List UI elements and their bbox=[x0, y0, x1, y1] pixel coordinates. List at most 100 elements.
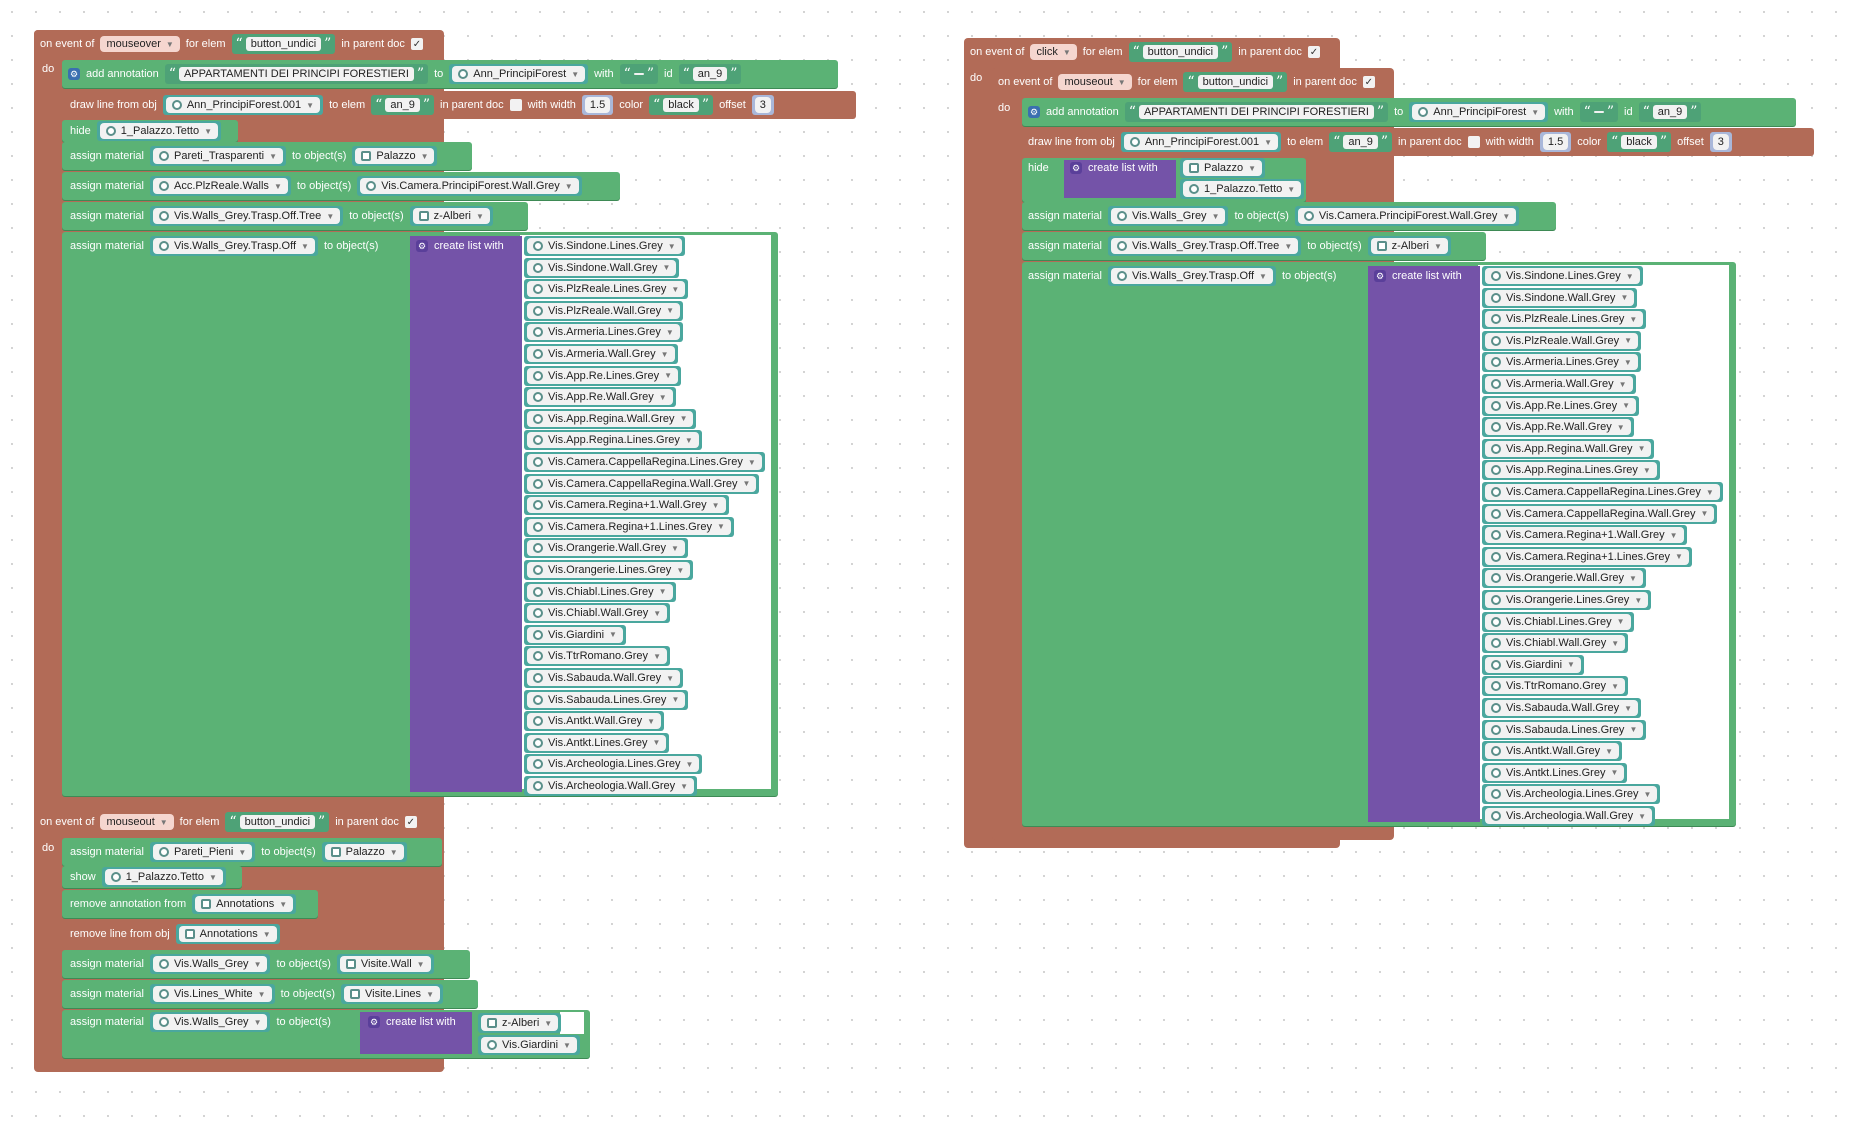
object-dropdown[interactable]: Visite.Lines▼ bbox=[341, 984, 443, 1004]
parent-doc-checkbox[interactable]: ✓ bbox=[1307, 46, 1320, 58]
list-item-object[interactable]: Vis.Sindone.Lines.Grey▼ bbox=[1482, 266, 1643, 286]
annotation-text[interactable]: “APPARTAMENTI DEI PRINCIPI FORESTIERI” bbox=[1124, 102, 1389, 122]
list-item-object[interactable]: Vis.Chiabl.Wall.Grey▼ bbox=[1482, 633, 1629, 654]
draw-line-elem[interactable]: “an_9” bbox=[1329, 132, 1392, 152]
list-item-object[interactable]: Vis.Camera.CappellaRegina.Lines.Grey▼ bbox=[524, 452, 765, 472]
object-dropdown[interactable]: Palazzo▼ bbox=[352, 146, 438, 166]
material-dropdown[interactable]: Pareti_Trasparenti▼ bbox=[149, 146, 286, 166]
material-dropdown[interactable]: Vis.Walls_Grey.Trasp.Off.Tree▼ bbox=[149, 206, 344, 226]
event-type-dropdown[interactable]: mouseout▼ bbox=[100, 814, 174, 830]
color-string[interactable]: “black” bbox=[1607, 132, 1672, 152]
annotation-text[interactable]: “APPARTAMENTI DEI PRINCIPI FORESTIERI” bbox=[164, 64, 429, 84]
parent-doc-checkbox[interactable]: ✓ bbox=[404, 816, 417, 828]
list-item-object[interactable]: Vis.Camera.CappellaRegina.Wall.Grey▼ bbox=[524, 473, 760, 494]
create-list-block[interactable] bbox=[410, 236, 522, 792]
list-item-object[interactable]: Vis.App.Re.Wall.Grey▼ bbox=[1482, 417, 1634, 438]
offset-number[interactable]: 3 bbox=[751, 95, 774, 115]
object-dropdown[interactable]: z-Alberi▼ bbox=[409, 206, 493, 226]
list-item-object[interactable]: Vis.Sindone.Wall.Grey▼ bbox=[524, 257, 680, 278]
list-item-object[interactable]: Vis.App.Regina.Lines.Grey▼ bbox=[524, 430, 702, 451]
list-item-object[interactable]: Vis.Sabauda.Lines.Grey▼ bbox=[1482, 719, 1647, 740]
event-type-dropdown[interactable]: click▼ bbox=[1030, 44, 1077, 60]
list-item-object[interactable]: Vis.TtrRomano.Grey▼ bbox=[524, 646, 670, 667]
list-item-object[interactable]: Vis.TtrRomano.Grey▼ bbox=[1482, 676, 1628, 697]
list-item-object[interactable]: Vis.Orangerie.Lines.Grey▼ bbox=[1482, 590, 1652, 610]
list-item-object[interactable]: Vis.Giardini▼ bbox=[478, 1035, 580, 1055]
list-item-object[interactable]: Vis.Chiabl.Wall.Grey▼ bbox=[524, 603, 671, 624]
list-item-object[interactable]: Vis.Camera.Regina+1.Lines.Grey▼ bbox=[524, 516, 734, 537]
list-item-object[interactable]: Vis.Orangerie.Lines.Grey▼ bbox=[524, 560, 694, 580]
list-item-object[interactable]: Vis.Antkt.Wall.Grey▼ bbox=[524, 711, 665, 732]
draw-line-obj[interactable]: Ann_PrincipiForest.001▼ bbox=[1120, 132, 1282, 152]
event-header-mouseout[interactable]: on event of mouseout▼ for elem “button_u… bbox=[998, 72, 1375, 92]
list-item-object[interactable]: Vis.Archeologia.Lines.Grey▼ bbox=[1482, 784, 1661, 805]
list-item-object[interactable]: Vis.Chiabl.Lines.Grey▼ bbox=[1482, 611, 1634, 632]
annotation-id[interactable]: “an_9” bbox=[1638, 102, 1702, 122]
list-item-object[interactable]: Vis.Sabauda.Lines.Grey▼ bbox=[524, 689, 689, 710]
list-item-object[interactable]: Vis.Armeria.Wall.Grey▼ bbox=[524, 344, 678, 364]
list-item-object[interactable]: Vis.Armeria.Wall.Grey▼ bbox=[1482, 374, 1636, 394]
list-item-object[interactable]: Vis.Sabauda.Wall.Grey▼ bbox=[524, 668, 684, 688]
gear-icon[interactable]: ⚙ bbox=[416, 240, 428, 252]
gear-icon[interactable]: ⚙ bbox=[68, 68, 80, 80]
parent-doc-checkbox[interactable] bbox=[509, 99, 522, 111]
list-item-object[interactable]: Vis.App.Regina.Lines.Grey▼ bbox=[1482, 460, 1660, 481]
list-item-object[interactable]: Vis.Sabauda.Wall.Grey▼ bbox=[1482, 698, 1642, 718]
material-dropdown[interactable]: Vis.Walls_Grey▼ bbox=[149, 954, 271, 974]
list-item-object[interactable]: Vis.Archeologia.Wall.Grey▼ bbox=[524, 776, 698, 796]
gear-icon[interactable]: ⚙ bbox=[1028, 106, 1040, 118]
event-header-mouseover[interactable]: on event of mouseover▼ for elem “button_… bbox=[40, 34, 423, 54]
annotation-with[interactable]: “” bbox=[1579, 102, 1619, 122]
parent-doc-checkbox[interactable]: ✓ bbox=[1362, 76, 1375, 88]
elem-string-block[interactable]: “button_undici” bbox=[231, 34, 336, 54]
list-item-object[interactable]: Vis.PlzReale.Lines.Grey▼ bbox=[1482, 309, 1647, 330]
material-dropdown[interactable]: Vis.Walls_Grey.Trasp.Off▼ bbox=[149, 236, 318, 256]
create-list-block[interactable] bbox=[1368, 266, 1480, 822]
object-dropdown[interactable]: Palazzo▼ bbox=[321, 842, 407, 862]
event-header-click[interactable]: on event of click▼ for elem “button_undi… bbox=[970, 42, 1320, 62]
list-item-object[interactable]: Vis.Giardini▼ bbox=[524, 624, 626, 645]
list-item-object[interactable]: Vis.App.Re.Wall.Grey▼ bbox=[524, 387, 676, 408]
list-item-object[interactable]: Vis.App.Re.Lines.Grey▼ bbox=[524, 365, 681, 386]
draw-line-obj[interactable]: Ann_PrincipiForest.001▼ bbox=[162, 95, 324, 115]
event-type-dropdown[interactable]: mouseout▼ bbox=[1058, 74, 1132, 90]
color-string[interactable]: “black” bbox=[649, 95, 714, 115]
create-list-block[interactable] bbox=[1064, 160, 1176, 198]
list-item-object[interactable]: Vis.Sindone.Wall.Grey▼ bbox=[1482, 287, 1638, 308]
gear-icon[interactable]: ⚙ bbox=[1070, 162, 1082, 174]
object-dropdown[interactable]: Vis.Camera.PrincipiForest.Wall.Grey▼ bbox=[357, 176, 582, 196]
elem-string-block[interactable]: “button_undici” bbox=[225, 812, 330, 832]
elem-string-block[interactable]: “button_undici” bbox=[1183, 72, 1288, 92]
list-item-object[interactable]: Vis.Antkt.Wall.Grey▼ bbox=[1482, 741, 1623, 762]
material-dropdown[interactable]: Vis.Walls_Grey.Trasp.Off▼ bbox=[1107, 266, 1276, 286]
draw-line-elem[interactable]: “an_9” bbox=[371, 95, 434, 115]
list-item-object[interactable]: Vis.Armeria.Lines.Grey▼ bbox=[1482, 352, 1641, 373]
list-item-object[interactable]: Vis.Camera.Regina+1.Wall.Grey▼ bbox=[524, 495, 729, 516]
annotation-target[interactable]: Ann_PrincipiForest▼ bbox=[1409, 102, 1549, 122]
list-item-object[interactable]: Vis.Camera.CappellaRegina.Lines.Grey▼ bbox=[1482, 482, 1723, 502]
remove-annotation-object[interactable]: Annotations▼ bbox=[192, 894, 297, 914]
parent-doc-checkbox[interactable]: ✓ bbox=[410, 38, 423, 50]
list-item-object[interactable]: Vis.Antkt.Lines.Grey▼ bbox=[1482, 762, 1628, 783]
material-dropdown[interactable]: Pareti_Pieni▼ bbox=[149, 842, 256, 862]
annotation-target[interactable]: Ann_PrincipiForest▼ bbox=[449, 64, 589, 84]
list-item-object[interactable]: 1_Palazzo.Tetto▼ bbox=[1180, 179, 1305, 199]
list-item-object[interactable]: Vis.App.Re.Lines.Grey▼ bbox=[1482, 395, 1639, 416]
width-number[interactable]: 1.5 bbox=[1539, 132, 1572, 152]
event-header-mouseout[interactable]: on event of mouseout▼ for elem “button_u… bbox=[40, 812, 417, 832]
material-dropdown[interactable]: Vis.Walls_Grey.Trasp.Off.Tree▼ bbox=[1107, 236, 1302, 256]
list-item-object[interactable]: Vis.Giardini▼ bbox=[1482, 654, 1584, 675]
object-dropdown[interactable]: Visite.Wall▼ bbox=[336, 954, 434, 974]
hide-object[interactable]: 1_Palazzo.Tetto▼ bbox=[96, 121, 221, 141]
list-item-object[interactable]: Vis.Archeologia.Lines.Grey▼ bbox=[524, 754, 703, 775]
annotation-with[interactable]: “” bbox=[619, 64, 659, 84]
list-item-object[interactable]: z-Alberi▼ bbox=[478, 1013, 562, 1033]
gear-icon[interactable]: ⚙ bbox=[1374, 270, 1386, 282]
material-dropdown[interactable]: Vis.Lines_White▼ bbox=[149, 984, 275, 1004]
list-item-object[interactable]: Vis.Camera.Regina+1.Lines.Grey▼ bbox=[1482, 546, 1692, 567]
offset-number[interactable]: 3 bbox=[1709, 132, 1732, 152]
list-item-object[interactable]: Palazzo▼ bbox=[1180, 158, 1266, 178]
list-item-object[interactable]: Vis.PlzReale.Wall.Grey▼ bbox=[524, 300, 684, 321]
parent-doc-checkbox[interactable] bbox=[1467, 136, 1480, 148]
list-item-object[interactable]: Vis.PlzReale.Lines.Grey▼ bbox=[524, 279, 689, 300]
